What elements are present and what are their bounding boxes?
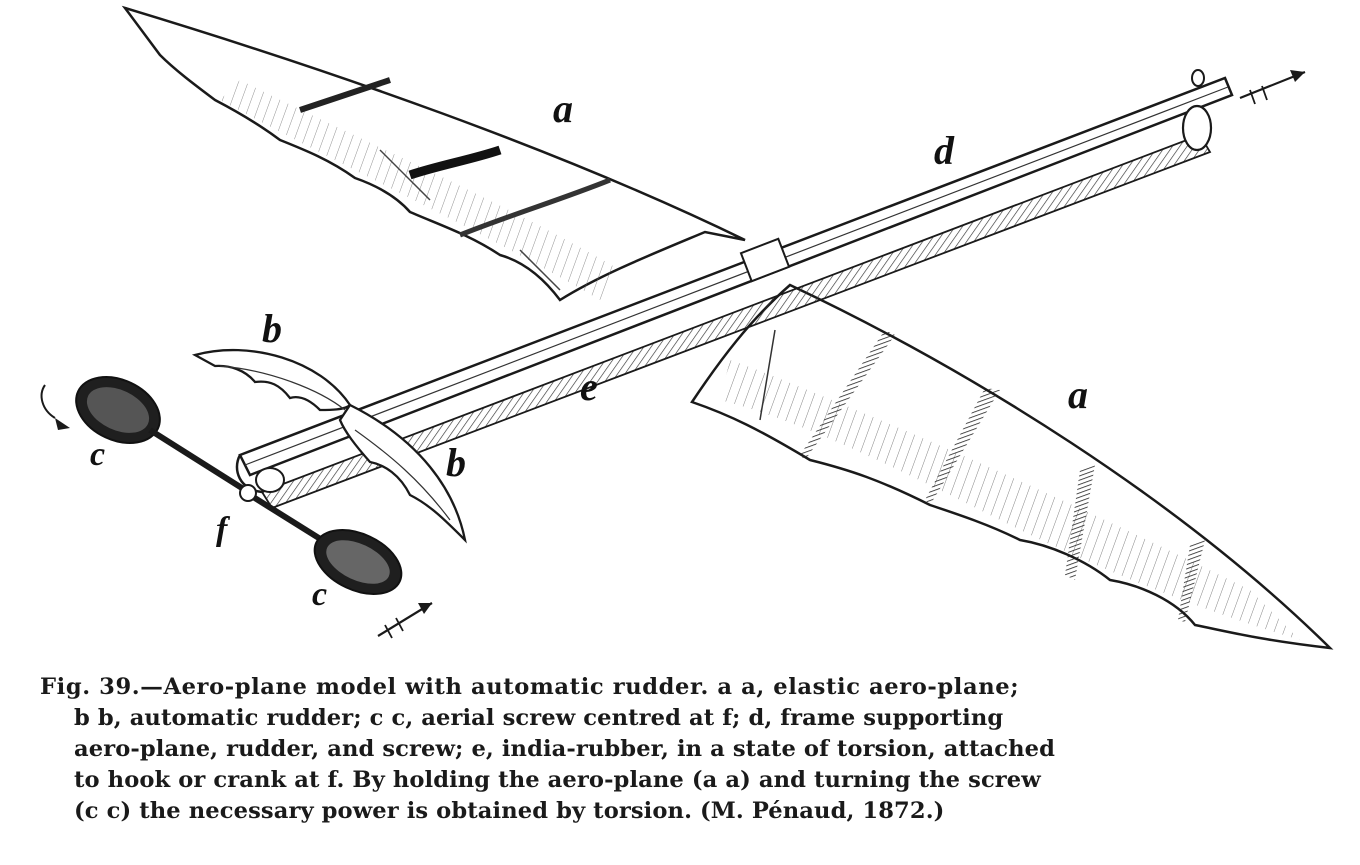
label-rudder-top: b	[262, 306, 282, 351]
label-screw-bottom: c	[312, 576, 327, 613]
label-rubber: e	[580, 364, 598, 409]
caption-line-2: b b, automatic rudder; c c, aerial screw…	[74, 705, 1004, 731]
label-hook: f	[216, 511, 231, 548]
label-screw-top: c	[90, 436, 105, 473]
lower-wing	[690, 283, 1334, 650]
caption-line-5: (c c) the necessary power is obtained by…	[74, 798, 945, 824]
upper-wing	[121, 5, 746, 302]
label-frame: d	[934, 128, 955, 173]
caption-line-1: Fig. 39.—Aero-plane model with automatic…	[40, 674, 1020, 700]
penaud-planophore-illustration: a a d e b b c c f	[40, 5, 1334, 650]
label-rudder-bottom: b	[446, 440, 466, 485]
figure-caption: Fig. 39.—Aero-plane model with automatic…	[40, 672, 1345, 827]
caption-line-4: to hook or crank at f. By holding the ae…	[74, 767, 1041, 793]
motion-arrows	[40, 70, 1306, 639]
rudder	[191, 348, 467, 544]
propeller	[75, 376, 403, 595]
label-wing-bottom: a	[1068, 372, 1088, 417]
label-wing-top: a	[553, 86, 573, 131]
caption-line-3: aero-plane, rudder, and screw; e, india-…	[74, 736, 1056, 762]
frame-and-rubber	[235, 69, 1234, 510]
